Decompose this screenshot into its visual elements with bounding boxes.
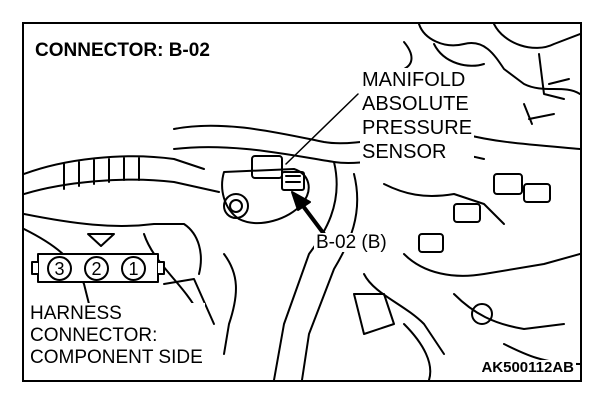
bracket: [538, 53, 570, 100]
bracket: [523, 103, 555, 125]
diagram-title: CONNECTOR: B-02: [32, 41, 213, 60]
figure-code: AK500112AB: [479, 359, 576, 376]
connector-pin: 1: [121, 256, 146, 281]
injector-connector: [493, 173, 523, 195]
sensor-label-line: SENSOR: [360, 140, 475, 164]
harness-label: HARNESS CONNECTOR: COMPONENT SIDE: [28, 303, 205, 369]
hose-outline: [301, 173, 359, 380]
bolt-hole: [223, 193, 249, 219]
sensor-leader-line: [285, 93, 359, 165]
injector-connector: [453, 203, 481, 223]
component-outline: [363, 273, 445, 355]
bolt-head: [471, 303, 493, 325]
connector-pin: 2: [84, 256, 109, 281]
sensor-label-line: MANIFOLD: [360, 68, 475, 92]
hose-outline: [403, 323, 432, 380]
diagram-frame: CONNECTOR: B-02 MANIFOLD ABSOLUTE PRESSU…: [22, 22, 582, 382]
harness-label-line: HARNESS: [28, 303, 205, 325]
bolt-hole-inner: [229, 199, 243, 213]
engine-outline: [418, 24, 580, 95]
sensor-label-line: PRESSURE: [360, 116, 475, 140]
component-outline: [383, 183, 505, 225]
engine-outline: [433, 43, 485, 67]
connector-latch-left: [31, 261, 39, 275]
pipe-outline: [24, 155, 205, 175]
connector-pin: 3: [47, 256, 72, 281]
component-outline: [453, 293, 565, 330]
component-outline: [353, 293, 395, 335]
harness-label-line: COMPONENT SIDE: [28, 347, 205, 369]
connector-callout: B-02 (B): [314, 232, 389, 253]
sensor-label: MANIFOLD ABSOLUTE PRESSURE SENSOR: [360, 68, 475, 164]
connector-key-triangle: [87, 233, 115, 247]
hose-outline: [24, 213, 202, 275]
connector-arrow-head: [291, 191, 311, 211]
pipe-outline: [24, 178, 220, 195]
hose-outline: [223, 253, 237, 355]
connector-arrow-shaft: [298, 200, 326, 236]
component-outline: [403, 253, 580, 277]
injector-connector: [523, 183, 551, 203]
pipe-ribs: [63, 157, 140, 190]
hose-outline: [273, 161, 338, 380]
sensor-connector: [281, 171, 305, 191]
bracket: [163, 278, 215, 325]
engine-outline: [493, 24, 580, 49]
connector-latch-right: [157, 261, 165, 275]
sensor-body: [251, 155, 283, 179]
sensor-label-line: ABSOLUTE: [360, 92, 475, 116]
connector-ribs: [285, 175, 301, 183]
engine-outline: [403, 41, 413, 70]
harness-label-line: CONNECTOR:: [28, 325, 205, 347]
injector-connector: [418, 233, 444, 253]
